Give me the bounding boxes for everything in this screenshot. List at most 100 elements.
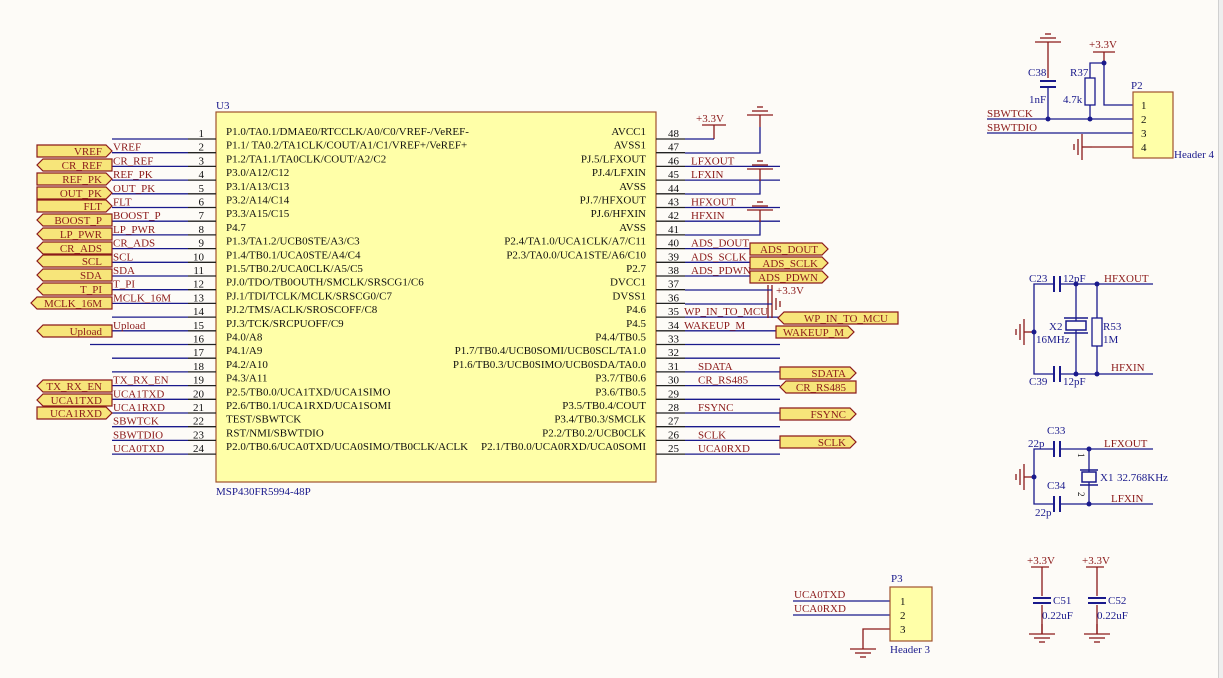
x2-value: 16MHz xyxy=(1036,334,1070,346)
port-fsync[interactable]: FSYNC xyxy=(779,407,857,421)
port-vref[interactable]: VREF xyxy=(36,144,113,158)
c52-decoupling[interactable]: +3.3V C52 0.22uF xyxy=(1082,555,1128,643)
p2-body[interactable] xyxy=(1132,91,1174,159)
port-upload[interactable]: Upload xyxy=(36,324,113,338)
x1-pin-1: 1 xyxy=(1076,453,1086,458)
p2-part: Header 4 xyxy=(1174,149,1215,161)
port-mclk-16m[interactable]: MCLK_16M xyxy=(30,296,113,310)
u3-body[interactable] xyxy=(215,111,657,483)
net-label: ADS_PDWN xyxy=(691,265,751,277)
net-label: LP_PWR xyxy=(113,224,156,236)
p3-body[interactable] xyxy=(889,586,933,642)
pin-function: P1.3/TA1.2/UCB0STE/A3/C3 xyxy=(226,236,360,248)
port-cr-ads[interactable]: CR_ADS xyxy=(36,241,113,255)
port-cr-ref[interactable]: CR_REF xyxy=(36,158,113,172)
avss-44-ground-net xyxy=(685,160,774,195)
port-tx-rx-en[interactable]: TX_RX_EN xyxy=(36,379,113,393)
lf-crystal-circuit[interactable]: 1 2 C33 22p C34 22p X1 32.768KHz LFXOUT … xyxy=(1015,425,1168,519)
net-label: FSYNC xyxy=(698,402,733,414)
c51-decoupling[interactable]: +3.3V C51 0.22uF xyxy=(1027,555,1073,643)
port-ads-sclk[interactable]: ADS_SCLK xyxy=(749,256,829,270)
port-boost-p[interactable]: BOOST_P xyxy=(36,213,113,227)
port-lp-pwr[interactable]: LP_PWR xyxy=(36,227,113,241)
net-label: OUT_PK xyxy=(113,183,155,195)
net-label: CR_RS485 xyxy=(698,375,749,387)
port-out-pk[interactable]: OUT_PK xyxy=(36,186,113,200)
port-uca1txd[interactable]: UCA1TXD xyxy=(36,393,113,407)
pin-function: AVSS xyxy=(619,181,646,193)
pin-number: 43 xyxy=(668,197,680,209)
port-ads-dout[interactable]: ADS_DOUT xyxy=(749,242,829,256)
port-wp-in-to-mcu[interactable]: WP_IN_TO_MCU xyxy=(777,311,899,325)
port-scl[interactable]: SCL xyxy=(36,254,113,268)
vertical-scrollbar[interactable] xyxy=(1218,0,1223,678)
p2-sbw-header[interactable]: C38 1nF +3.3V R37 4.7k SBWTCK SBWTDIO P2… xyxy=(987,33,1215,161)
port-ref-pk[interactable]: REF_PK xyxy=(36,172,113,186)
p3-uart-header[interactable]: UCA0TXD UCA0RXD P3 1 2 3 Header 3 xyxy=(793,573,933,658)
port-sdata[interactable]: SDATA xyxy=(779,366,857,380)
port-ads-pdwn[interactable]: ADS_PDWN xyxy=(749,270,829,284)
port-t-pi[interactable]: T_PI xyxy=(36,282,113,296)
port-sclk[interactable]: SCLK xyxy=(779,435,857,449)
port-uca1rxd[interactable]: UCA1RXD xyxy=(36,406,113,420)
port-cr-rs485[interactable]: CR_RS485 xyxy=(779,380,857,394)
pin-function: P4.6 xyxy=(626,304,646,316)
port-label: OUT_PK xyxy=(60,188,102,200)
port-flt[interactable]: FLT xyxy=(36,199,113,213)
hf-crystal-circuit[interactable]: C23 12pF C39 12pF X2 16MHz R53 1M HFXOUT… xyxy=(1015,273,1153,388)
pin-number: 8 xyxy=(199,224,205,236)
port-wakeup-m[interactable]: WAKEUP_M xyxy=(775,325,855,339)
pin-number: 26 xyxy=(668,429,680,441)
port-sda[interactable]: SDA xyxy=(36,268,113,282)
pin-function: P3.2/A14/C14 xyxy=(226,195,290,207)
